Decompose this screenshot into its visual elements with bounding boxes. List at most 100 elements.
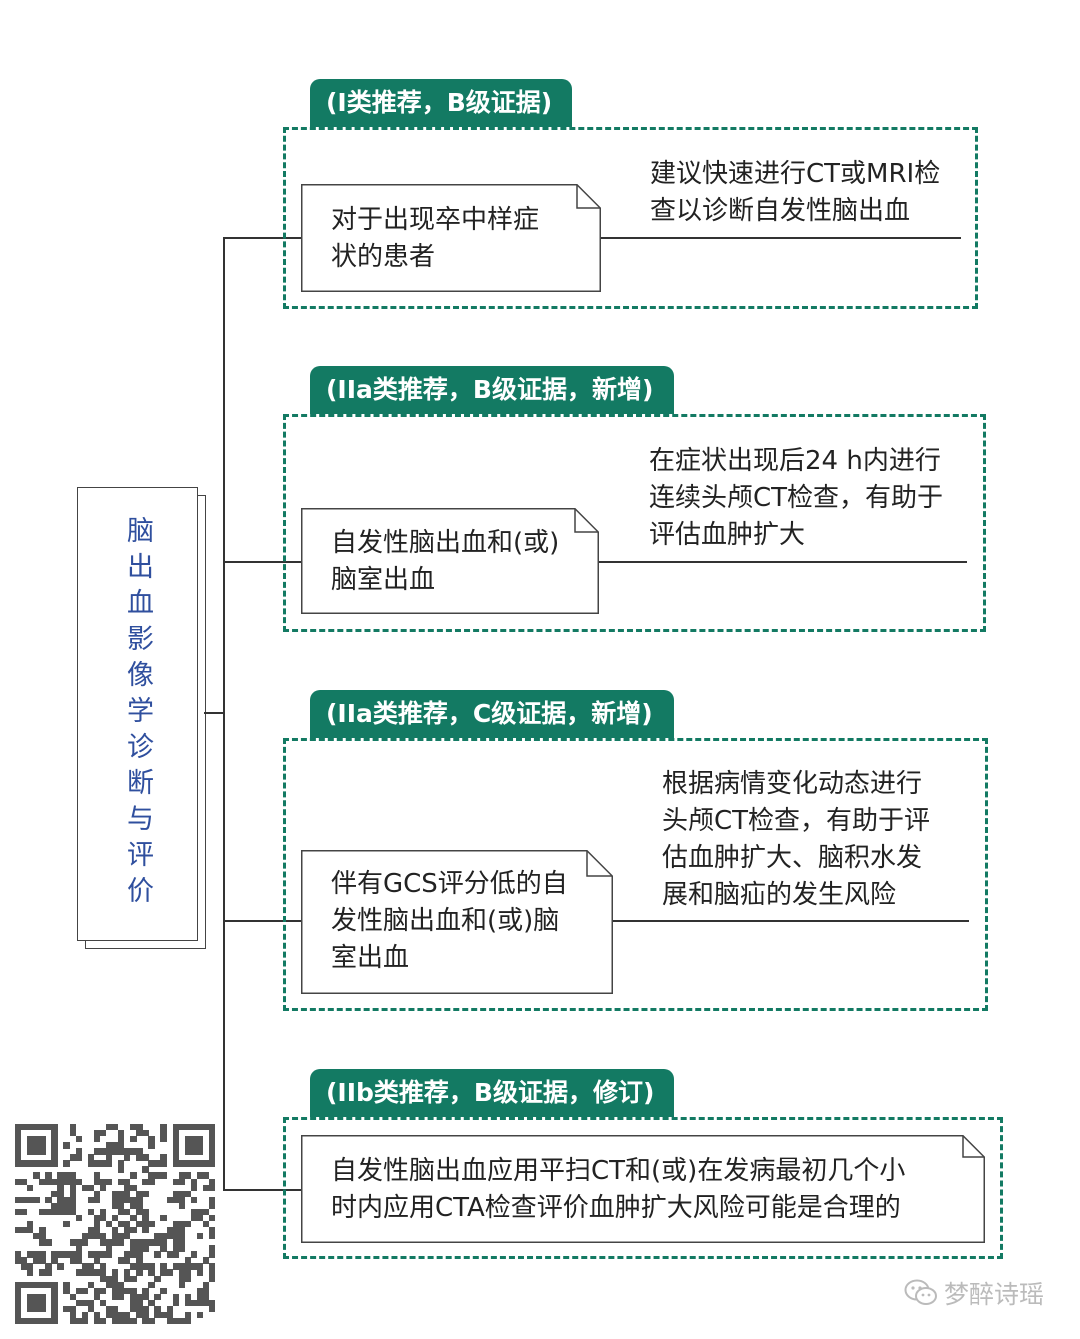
recommendation-text-2: 在症状出现后24 h内进行 连续头颅CT检查，有助于 评估血肿扩大 <box>649 443 943 554</box>
qr-module <box>15 1148 22 1155</box>
qr-module <box>190 1208 198 1216</box>
qr-module <box>190 1214 198 1222</box>
qr-module <box>208 1184 216 1191</box>
qr-module <box>208 1305 216 1313</box>
qr-module <box>184 1142 192 1149</box>
qr-module <box>45 1124 52 1131</box>
qr-module <box>142 1311 149 1319</box>
qr-module <box>130 1148 137 1155</box>
qr-module <box>136 1202 143 1210</box>
qr-module <box>39 1160 46 1167</box>
qr-module <box>172 1299 179 1307</box>
qr-module <box>142 1214 149 1222</box>
qr-module <box>63 1172 70 1179</box>
qr-module <box>99 1299 107 1307</box>
qr-module <box>124 1184 131 1191</box>
qr-module <box>45 1239 52 1246</box>
qr-module <box>93 1160 101 1167</box>
qr-module <box>99 1317 107 1325</box>
qr-module <box>15 1281 22 1288</box>
qr-module <box>39 1251 46 1258</box>
qr-module <box>124 1148 131 1155</box>
qr-module <box>202 1293 210 1301</box>
qr-module <box>130 1172 137 1179</box>
qr-module <box>118 1166 125 1173</box>
qr-module <box>57 1172 64 1179</box>
qr-module <box>118 1130 125 1137</box>
qr-module <box>27 1317 34 1325</box>
qr-module <box>99 1148 107 1155</box>
qr-module <box>118 1160 125 1167</box>
condition-line: 对于出现卒中样症 <box>331 205 540 235</box>
qr-module <box>154 1251 161 1258</box>
qr-module <box>27 1160 34 1167</box>
recommendation-line: 根据病情变化动态进行 <box>662 769 923 799</box>
qr-module <box>27 1220 34 1228</box>
qr-module <box>99 1233 107 1240</box>
qr-module <box>27 1251 34 1258</box>
branch-box-4 <box>283 1117 1003 1259</box>
qr-module <box>51 1251 58 1258</box>
qr-module <box>118 1239 125 1246</box>
qr-module <box>142 1130 149 1137</box>
condition-line: 发性脑出血和(或)脑 <box>331 906 560 936</box>
qr-module <box>196 1311 204 1319</box>
qr-module <box>111 1233 119 1240</box>
qr-module <box>99 1184 107 1191</box>
qr-module <box>208 1245 216 1252</box>
qr-module <box>124 1190 131 1198</box>
qr-module <box>208 1214 216 1222</box>
qr-module <box>202 1184 210 1191</box>
qr-module <box>178 1160 185 1167</box>
qr-module <box>142 1227 149 1234</box>
qr-module <box>99 1130 107 1137</box>
qr-module <box>118 1142 125 1149</box>
qr-module <box>63 1208 70 1216</box>
qr-module <box>130 1317 137 1325</box>
qr-module <box>93 1178 101 1185</box>
qr-module <box>178 1178 185 1185</box>
qr-module <box>99 1287 107 1294</box>
branch-box-3 <box>283 738 988 1011</box>
qr-module <box>118 1257 125 1264</box>
qr-module <box>184 1275 192 1282</box>
qr-module <box>93 1148 101 1155</box>
qr-module <box>154 1311 161 1319</box>
qr-module <box>15 1196 22 1204</box>
qr-module <box>69 1184 76 1191</box>
qr-module <box>208 1251 216 1258</box>
qr-module <box>184 1190 192 1198</box>
qr-module <box>184 1257 192 1264</box>
qr-module <box>15 1287 22 1294</box>
condition-note-3: 伴有GCS评分低的自 发性脑出血和(或)脑 室出血 <box>301 850 613 994</box>
qr-module <box>124 1269 131 1276</box>
qr-module <box>27 1196 34 1204</box>
qr-module <box>33 1124 40 1131</box>
qr-module <box>154 1293 161 1301</box>
qr-module <box>45 1208 52 1216</box>
qr-module <box>87 1305 95 1313</box>
qr-module <box>15 1208 22 1216</box>
qr-module <box>81 1233 89 1240</box>
qr-module <box>124 1233 131 1240</box>
qr-module <box>172 1251 179 1258</box>
qr-module <box>124 1257 131 1264</box>
qr-module <box>93 1214 101 1222</box>
qr-module <box>51 1154 58 1161</box>
qr-module <box>130 1251 137 1258</box>
qr-module <box>87 1281 95 1288</box>
qr-module <box>87 1269 95 1276</box>
qr-module <box>27 1269 34 1276</box>
qr-module <box>172 1263 179 1270</box>
qr-module <box>15 1299 22 1307</box>
qr-module <box>118 1317 125 1325</box>
qr-module <box>184 1317 192 1325</box>
recommendation-line: 查以诊断自发性脑出血 <box>650 196 911 226</box>
qr-module <box>118 1196 125 1204</box>
qr-module <box>69 1124 76 1131</box>
qr-module <box>45 1269 52 1276</box>
qr-module <box>184 1124 192 1131</box>
qr-module <box>154 1172 161 1179</box>
qr-module <box>21 1317 28 1325</box>
qr-module <box>75 1154 82 1161</box>
